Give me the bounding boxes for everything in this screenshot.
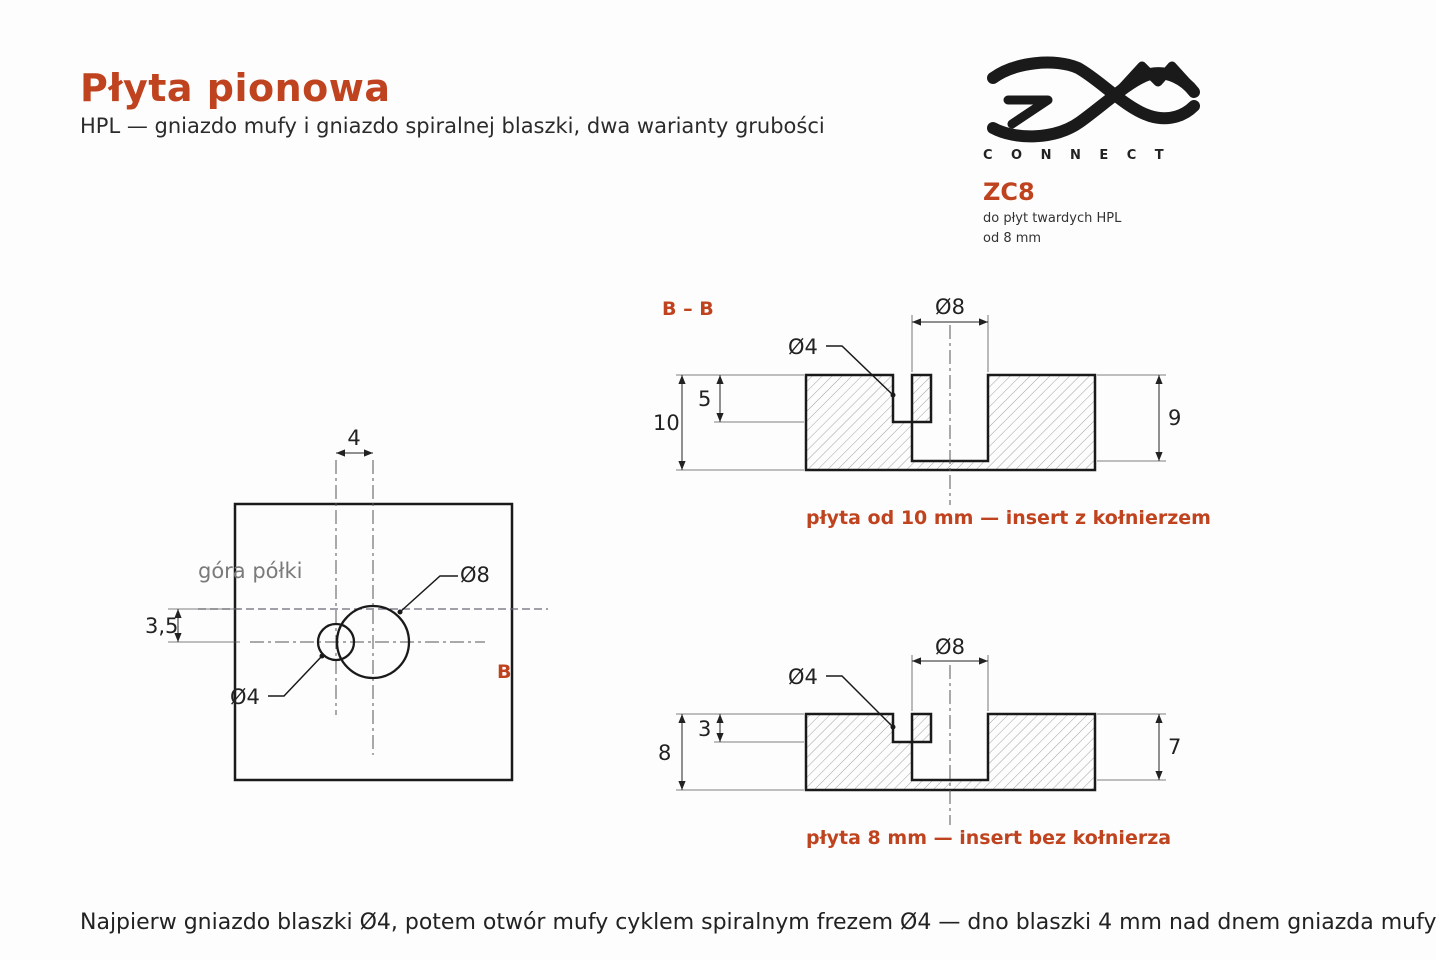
dia-label-large-top: Ø8 [460, 563, 490, 587]
blade-hole [316, 622, 356, 662]
dia-label-small-10: Ø4 [788, 335, 818, 359]
mufa-hole [335, 604, 411, 680]
dim-pocket-depth-10: 9 [1168, 406, 1181, 430]
model-description: do płyt twardych HPL od 8 mm [983, 209, 1203, 249]
dia-label-small-top: Ø4 [230, 685, 260, 709]
plate-section-10 [804, 373, 1097, 472]
page-title: Płyta pionowa [80, 66, 391, 110]
model-desc-line2: od 8 mm [983, 231, 1042, 246]
model-desc-line1: do płyt twardych HPL [983, 211, 1122, 226]
top-view: 4 3,5 góra półki Ø8 Ø4 B [145, 426, 548, 782]
section-marker: B [497, 661, 511, 683]
footer-note: Najpierw gniazdo blaszki Ø4, potem otwór… [80, 910, 1436, 935]
shelf-top-label: góra półki [198, 559, 303, 583]
plate-section-8 [804, 712, 1097, 792]
section-title: B – B [662, 298, 714, 320]
technical-drawing: 4 3,5 góra półki Ø8 Ø4 B B – B Ø8 Ø4 10 … [145, 56, 1211, 849]
zm-connect-logo-icon [987, 56, 1200, 143]
dim-thickness-10: 10 [653, 411, 680, 435]
dim-pocket-depth-8: 7 [1168, 735, 1181, 759]
caption-8mm: płyta 8 mm — insert bez kołnierza [806, 827, 1171, 849]
dia-label-large-10: Ø8 [935, 295, 965, 319]
caption-10mm: płyta od 10 mm — insert z kołnierzem [806, 507, 1211, 529]
brand-name: CONNECT [983, 148, 1183, 163]
dia-label-large-8: Ø8 [935, 635, 965, 659]
section-8mm: Ø8 Ø4 8 3 7 płyta 8 mm — insert bez kołn… [658, 635, 1181, 849]
page-subtitle: HPL — gniazdo mufy i gniazdo spiralnej b… [80, 114, 825, 138]
dim-slot-depth-10: 5 [698, 387, 711, 411]
model-code: ZC8 [983, 178, 1035, 206]
dim-width-4: 4 [347, 426, 360, 450]
dim-offset-3-5: 3,5 [145, 614, 178, 638]
dim-thickness-8: 8 [658, 741, 671, 765]
dim-slot-depth-8: 3 [698, 717, 711, 741]
section-10mm: Ø8 Ø4 10 5 9 płyta od 10 mm — insert z k… [653, 295, 1211, 529]
dia-label-small-8: Ø4 [788, 665, 818, 689]
